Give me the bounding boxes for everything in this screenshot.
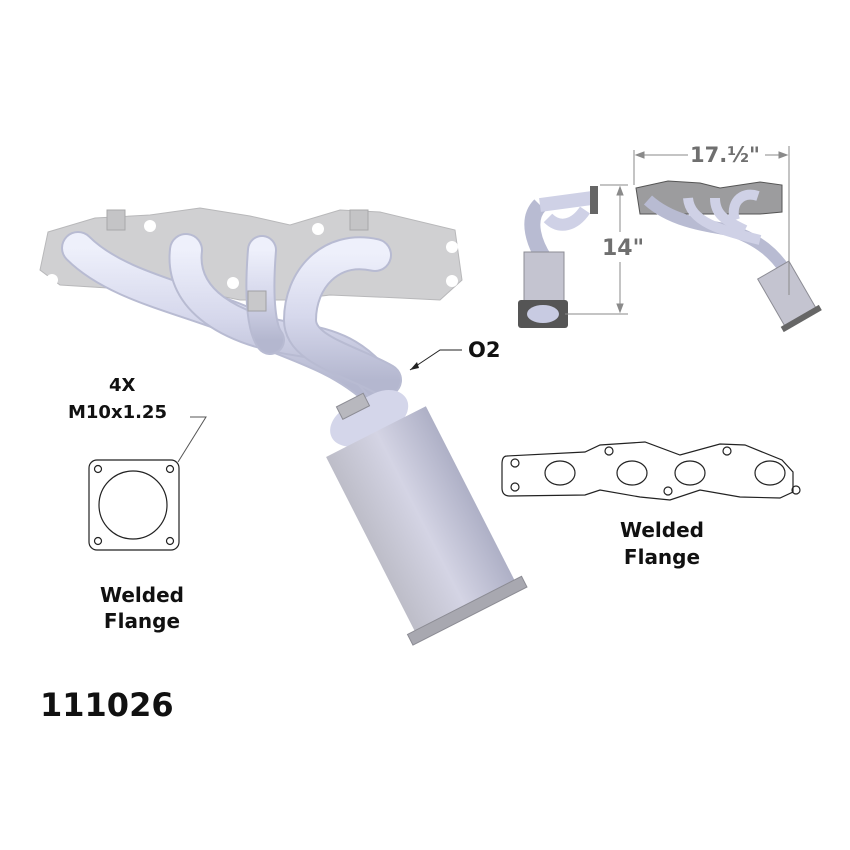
catalytic-converter (326, 390, 528, 646)
inlet-flange-drawing (501, 441, 801, 501)
bolt-leader-line (177, 416, 207, 463)
bracket (247, 290, 267, 312)
bolt-spec-label: M10x1.25 (68, 402, 167, 423)
o2-sensor-callout: O2 (468, 338, 501, 362)
inlet-flange-label-line1: Welded (620, 518, 704, 542)
inlet-flange-label-line2: Flange (623, 545, 701, 569)
part-number: 111026 (40, 686, 174, 724)
o2-leader-line (409, 349, 462, 371)
outlet-flange-label-line1: Welded (100, 583, 184, 607)
height-dimension: 14" (602, 236, 645, 261)
outlet-flange-label-line2: Flange (103, 609, 181, 633)
bolt-quantity-label: 4X (109, 375, 136, 396)
runner-pipes (61, 231, 402, 402)
manifold-front-view (635, 180, 822, 333)
width-dimension: 17.½" (690, 143, 760, 167)
dimension-lines (565, 146, 790, 315)
manifold-side-view (518, 186, 598, 328)
outlet-flange-drawing (88, 459, 180, 551)
